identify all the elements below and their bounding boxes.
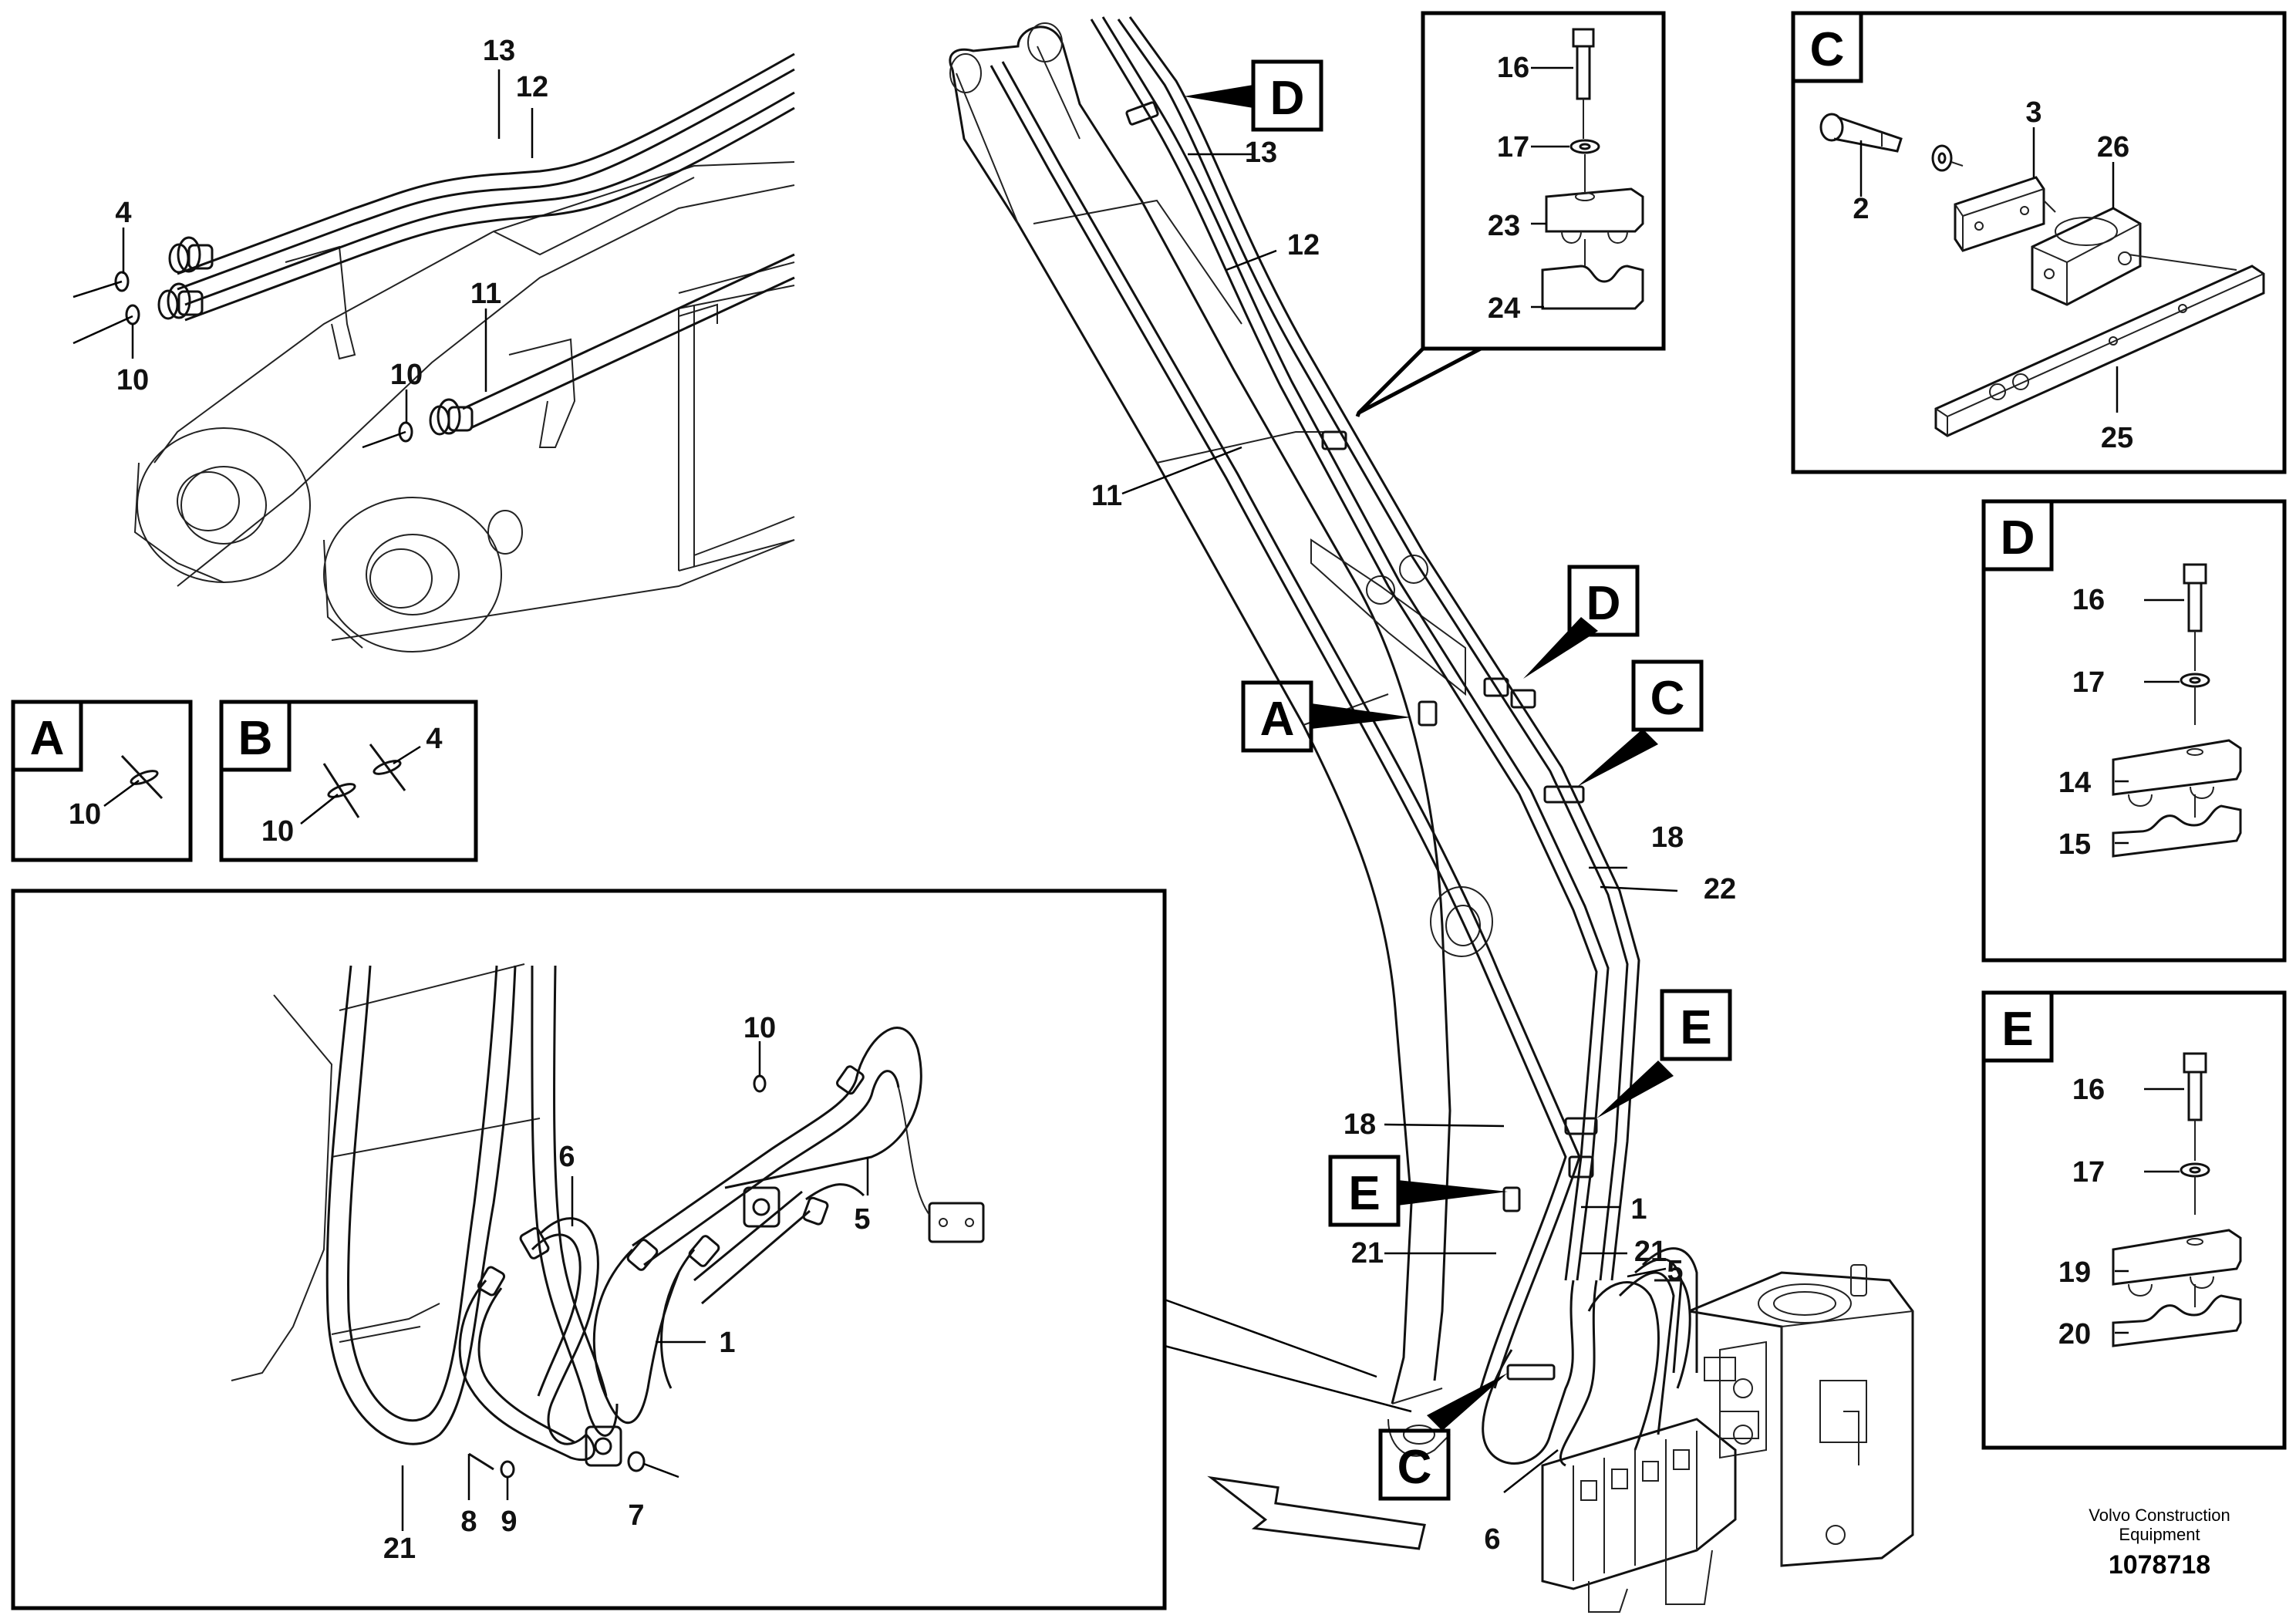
label-24: 24 bbox=[1488, 292, 1520, 325]
tag-c-mid: C bbox=[1577, 659, 1704, 787]
label-16: 16 bbox=[1497, 52, 1529, 84]
tag-c-bottom: C bbox=[1378, 1373, 1508, 1501]
label-11: 11 bbox=[470, 278, 501, 310]
label-14: 14 bbox=[2058, 767, 2091, 799]
detail-b: B 10 4 bbox=[219, 700, 478, 862]
boom-foot-view: 4 10 10 11 12 13 bbox=[72, 35, 795, 653]
label-18: 18 bbox=[1651, 821, 1684, 854]
detail-tag-e: E bbox=[2001, 1003, 2033, 1056]
label-15: 15 bbox=[2058, 828, 2091, 861]
label-2: 2 bbox=[1853, 193, 1869, 225]
label-10: 10 bbox=[261, 815, 294, 848]
tag-a: A bbox=[1241, 680, 1411, 753]
label-8: 8 bbox=[460, 1506, 477, 1538]
control-valve bbox=[1541, 1264, 1914, 1613]
label-18: 18 bbox=[1344, 1108, 1376, 1141]
svg-text:D: D bbox=[1586, 577, 1621, 630]
valve-connection-view: 6 10 5 1 21 8 9 7 bbox=[11, 889, 1412, 1610]
tag-d-mid: D bbox=[1523, 565, 1640, 679]
fitting-10-top bbox=[157, 282, 204, 320]
label-10: 10 bbox=[116, 364, 149, 396]
label-12: 12 bbox=[1287, 229, 1320, 261]
label-25: 25 bbox=[2101, 422, 2133, 454]
brand-line-1: Volvo Construction bbox=[2089, 1506, 2230, 1525]
tag-e-right: E bbox=[1596, 989, 1732, 1118]
label-21: 21 bbox=[1634, 1236, 1667, 1268]
label-12: 12 bbox=[516, 71, 548, 103]
label-4: 4 bbox=[115, 197, 131, 229]
label-10: 10 bbox=[743, 1012, 776, 1044]
label-21: 21 bbox=[1351, 1237, 1384, 1270]
label-21: 21 bbox=[383, 1533, 416, 1565]
detail-clamp-23-24: 16 17 23 24 bbox=[1355, 11, 1666, 417]
label-6: 6 bbox=[558, 1141, 575, 1173]
detail-tag-b: B bbox=[238, 712, 273, 765]
boom-main-view: 13 12 11 18 22 18 21 1 21 5 6 D D A C bbox=[949, 16, 1736, 1556]
label-13: 13 bbox=[483, 35, 515, 67]
detail-tag-a: A bbox=[30, 712, 65, 765]
label-16: 16 bbox=[2072, 584, 2105, 616]
fitting-11 bbox=[429, 398, 474, 436]
label-5: 5 bbox=[1667, 1255, 1683, 1287]
label-6: 6 bbox=[1484, 1523, 1500, 1556]
detail-tag-c: C bbox=[1810, 23, 1845, 76]
detail-e: E 16 17 19 20 bbox=[1981, 990, 2287, 1450]
label-17: 17 bbox=[1497, 131, 1529, 164]
o-ring-4 bbox=[114, 271, 130, 292]
svg-text:C: C bbox=[1650, 672, 1685, 725]
detail-a: A 10 bbox=[11, 700, 193, 862]
svg-text:C: C bbox=[1397, 1441, 1432, 1494]
label-4: 4 bbox=[426, 723, 442, 755]
tag-e-left: E bbox=[1328, 1155, 1508, 1227]
label-17: 17 bbox=[2072, 666, 2105, 699]
label-17: 17 bbox=[2072, 1156, 2105, 1189]
label-10: 10 bbox=[69, 798, 101, 831]
label-9: 9 bbox=[501, 1506, 517, 1538]
svg-text:A: A bbox=[1260, 693, 1295, 746]
label-26: 26 bbox=[2097, 131, 2129, 164]
svg-text:D: D bbox=[1270, 72, 1305, 125]
label-5: 5 bbox=[854, 1203, 870, 1236]
view-arrow bbox=[1207, 1475, 1426, 1550]
label-7: 7 bbox=[628, 1499, 644, 1532]
figure-footer: Volvo Construction Equipment 1078718 bbox=[2089, 1506, 2230, 1580]
svg-text:E: E bbox=[1348, 1167, 1380, 1220]
fitting-4 bbox=[168, 236, 214, 274]
label-11: 11 bbox=[1091, 480, 1122, 512]
svg-text:E: E bbox=[1680, 1001, 1711, 1054]
label-16: 16 bbox=[2072, 1074, 2105, 1106]
o-ring-10-top bbox=[125, 304, 140, 325]
label-10: 10 bbox=[390, 359, 423, 391]
tag-d-top: D bbox=[1184, 59, 1323, 132]
detail-c: C 2 3 26 25 bbox=[1791, 11, 2287, 474]
detail-tag-d: D bbox=[2001, 511, 2035, 565]
label-1: 1 bbox=[719, 1327, 735, 1359]
label-1: 1 bbox=[1630, 1193, 1647, 1226]
brand-line-2: Equipment bbox=[2119, 1525, 2200, 1544]
label-23: 23 bbox=[1488, 210, 1520, 242]
figure-number: 1078718 bbox=[2109, 1550, 2210, 1580]
detail-d: D 16 17 14 15 bbox=[1981, 499, 2287, 963]
label-19: 19 bbox=[2058, 1256, 2091, 1289]
label-22: 22 bbox=[1704, 873, 1736, 905]
label-20: 20 bbox=[2058, 1318, 2091, 1351]
label-3: 3 bbox=[2025, 96, 2041, 129]
label-13: 13 bbox=[1245, 137, 1277, 169]
